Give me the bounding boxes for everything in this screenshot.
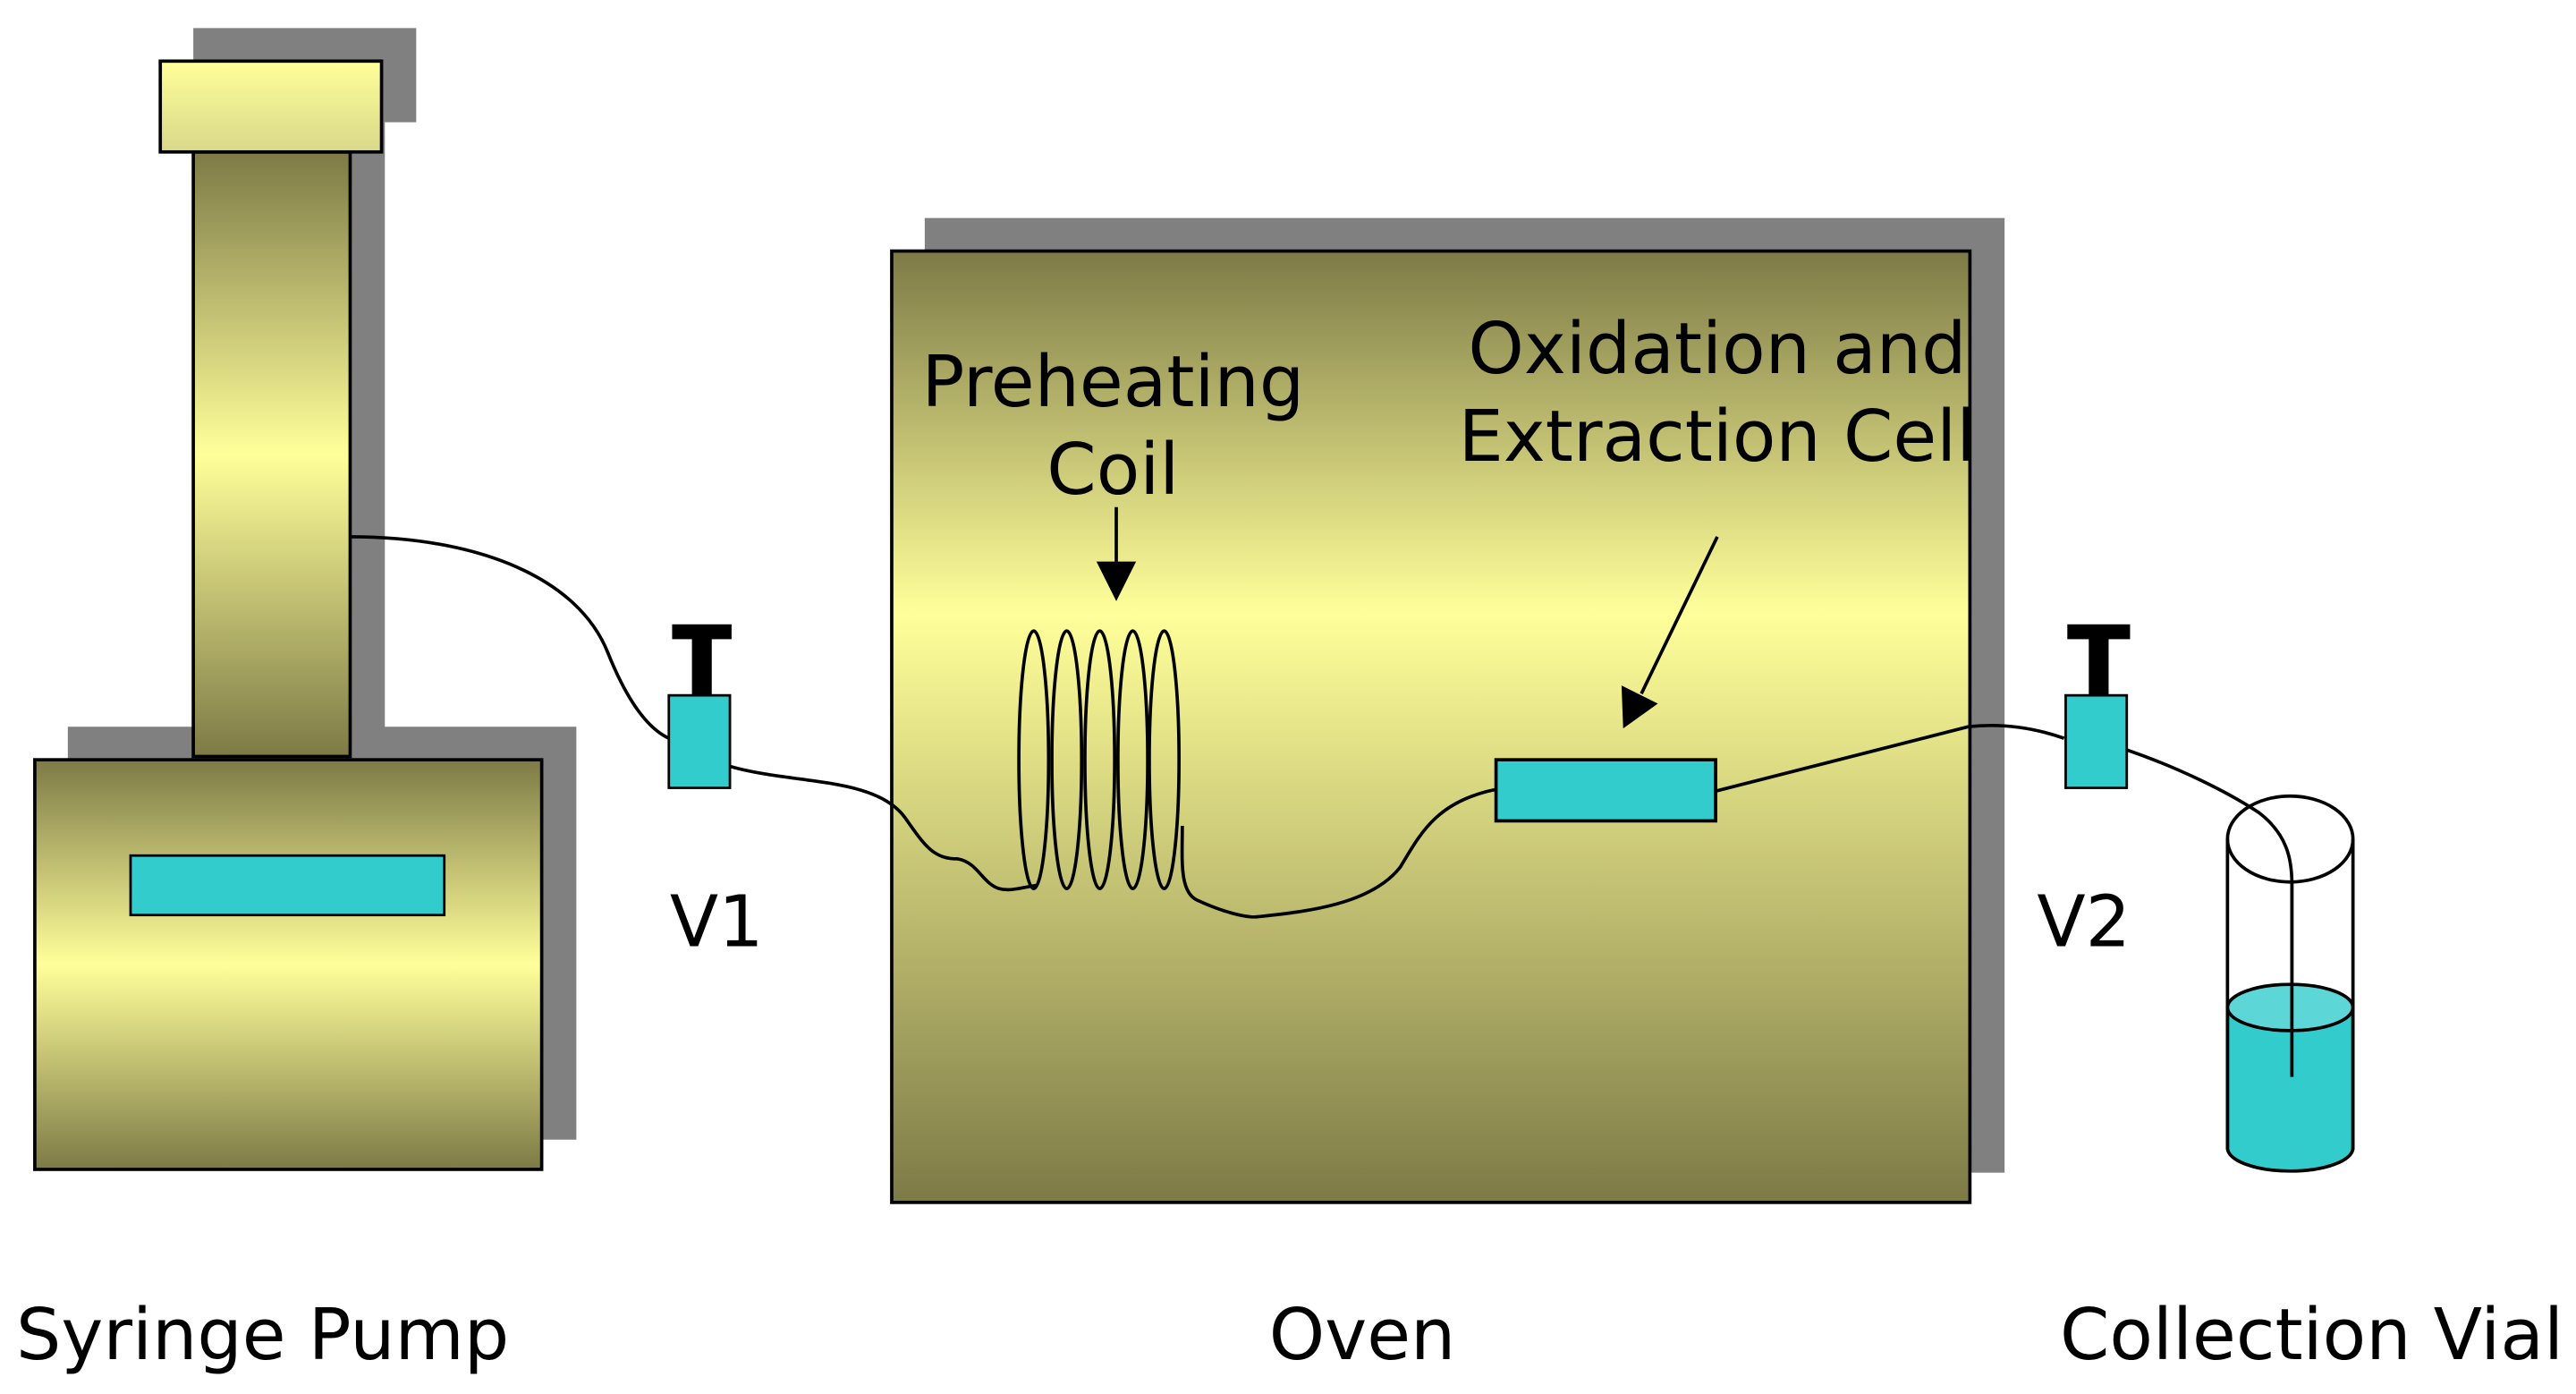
label-v2: V2	[2037, 880, 2131, 964]
cell-arrow-head	[1621, 685, 1658, 729]
cell-arrow-shaft	[1640, 536, 1719, 695]
tube-pump-to-v1	[350, 535, 670, 740]
v1-handle-bar	[672, 624, 732, 640]
v2-handle-bar	[2067, 624, 2131, 640]
label-v1: V1	[670, 880, 764, 964]
v1-body	[667, 693, 732, 789]
label-syringe-pump: Syringe Pump	[16, 1293, 509, 1376]
coil-arrow-head	[1096, 561, 1137, 601]
valve-v1	[667, 624, 732, 789]
syringe-cap	[158, 59, 384, 154]
coil-loop-3	[1083, 629, 1117, 890]
label-cell-line2: Extraction Cell	[1459, 395, 1977, 478]
extraction-cell	[1494, 758, 1717, 823]
coil-loop-1	[1017, 629, 1051, 890]
label-preheating-line2: Coil	[1046, 428, 1179, 511]
annotation-arrows	[1096, 506, 1719, 729]
tube-cell-to-v2	[1715, 724, 2065, 794]
coil-loop-5	[1148, 629, 1182, 890]
tube-v1-to-coil	[729, 764, 1038, 892]
tubing	[350, 535, 2294, 1077]
vial-liquid	[2225, 1006, 2355, 1173]
v2-body	[2064, 693, 2129, 789]
v2-handle-stem	[2089, 633, 2109, 697]
v1-handle-stem	[691, 633, 712, 697]
syringe-pump	[33, 28, 577, 1171]
coil-loop-2	[1050, 629, 1084, 890]
pump-base	[33, 758, 544, 1171]
oven	[890, 217, 2005, 1204]
label-oven: Oven	[1269, 1293, 1456, 1376]
tube-v2-to-vial	[2126, 748, 2294, 1077]
label-cell-line1: Oxidation and	[1468, 307, 1966, 390]
label-preheating-line1: Preheating	[921, 340, 1304, 423]
pump-display	[129, 854, 446, 917]
syringe-barrel	[191, 149, 352, 759]
preheating-coil	[1017, 629, 1182, 890]
oven-body	[890, 249, 1972, 1204]
vial-rim	[2225, 794, 2355, 884]
tube-coil-to-cell	[1180, 787, 1496, 919]
valve-v2	[2064, 624, 2131, 789]
label-collection-vial: Collection Vial	[2060, 1293, 2563, 1376]
collection-vial	[2225, 794, 2355, 1173]
